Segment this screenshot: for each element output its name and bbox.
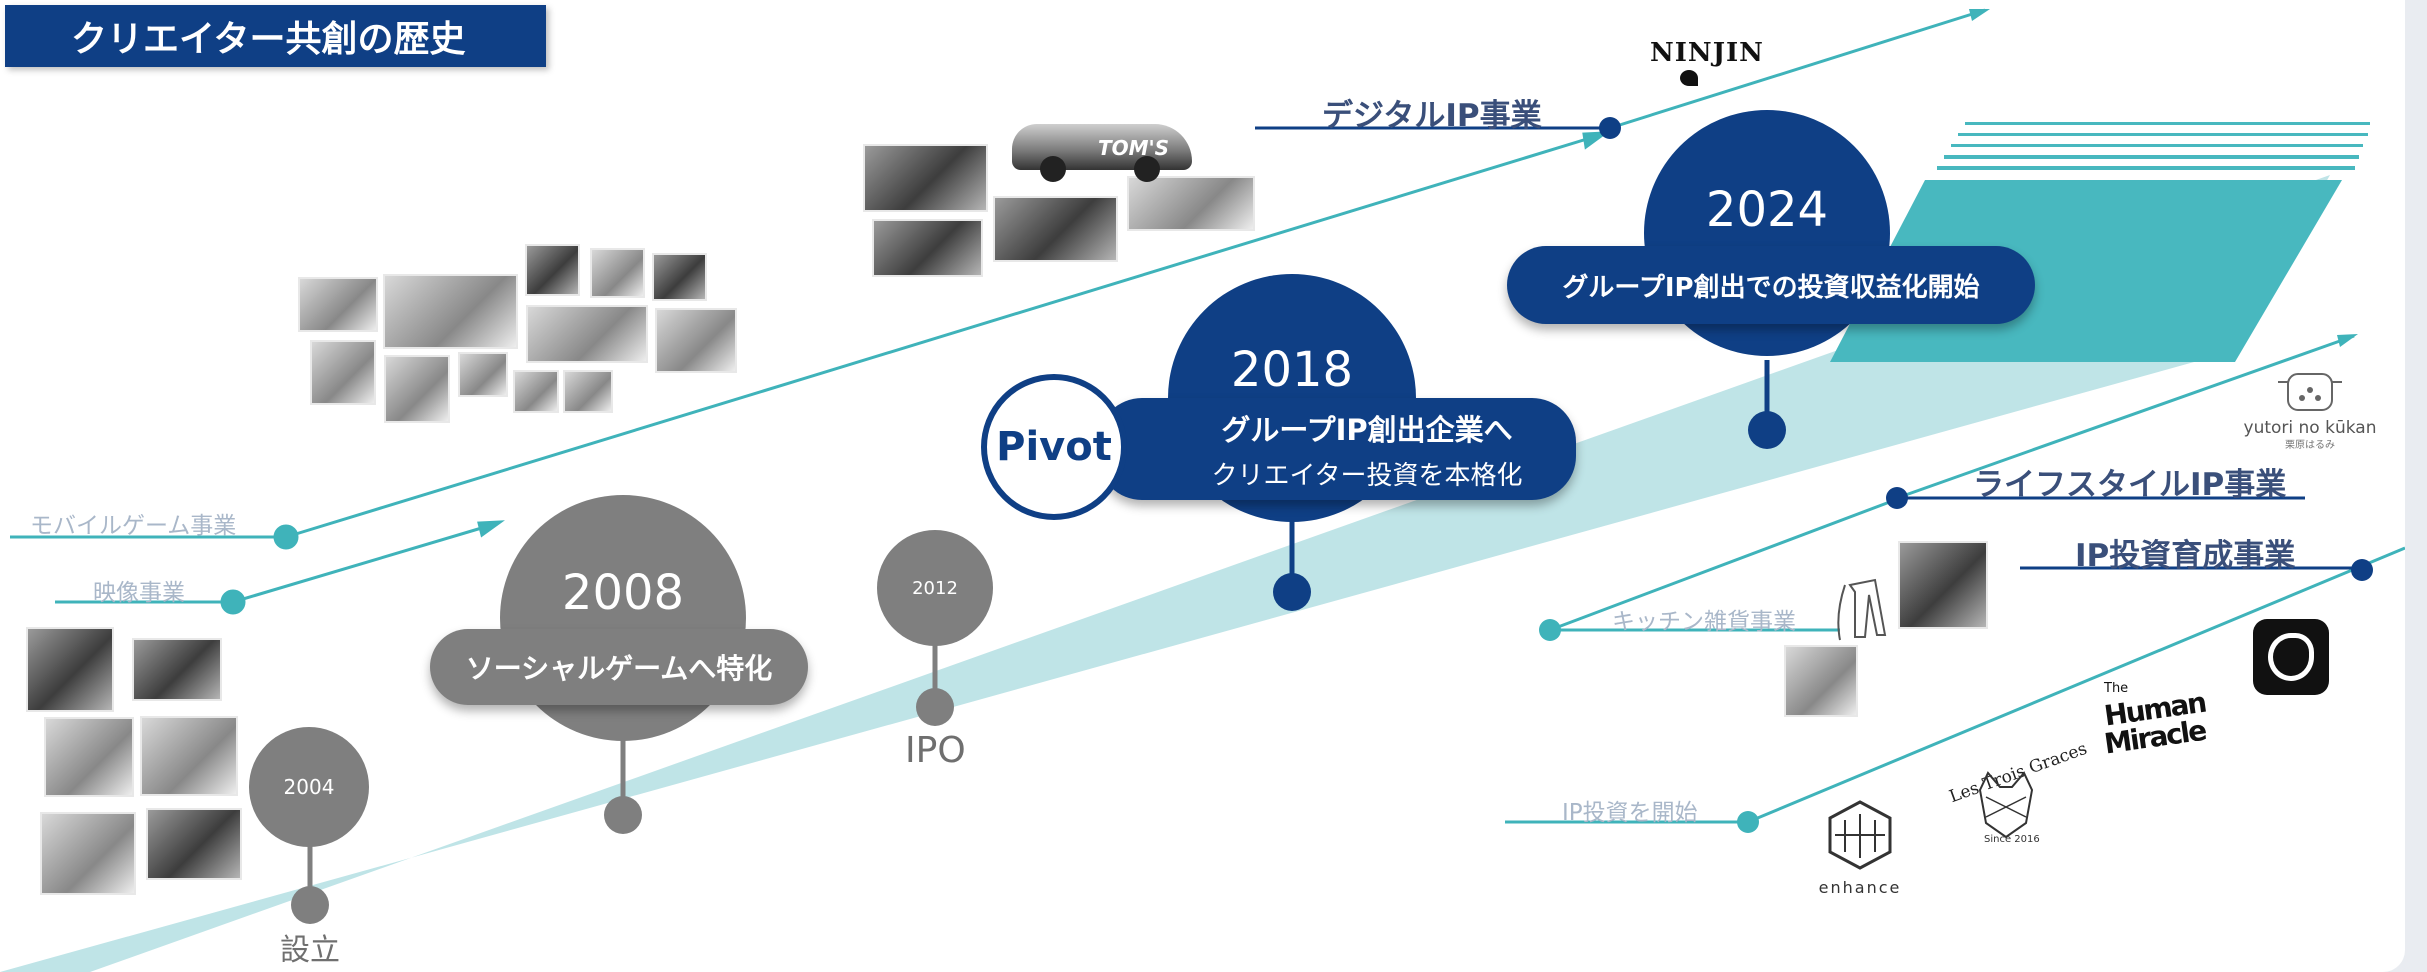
growth-arrowhead	[1830, 122, 2370, 362]
enhance-text: enhance	[1818, 878, 1902, 897]
ninjin-mark-icon	[1680, 70, 1698, 86]
photo	[383, 274, 518, 349]
les-trois-graces-logo: Les Trois Graces Since 2016	[1940, 735, 2090, 855]
milestone-2018-year: 2018	[1230, 342, 1354, 398]
photo	[310, 340, 376, 405]
human-miracle-logo: The Human Miracle	[2102, 681, 2214, 760]
enhance-logo: enhance	[1805, 800, 1915, 896]
photo	[384, 355, 450, 423]
kitchen-label: キッチン雑貨事業	[1612, 609, 1796, 635]
photo	[590, 248, 645, 298]
photo	[563, 370, 613, 413]
milestone-2018-label: グループIP創出企業へ クリエイター投資を本格化	[1098, 398, 1576, 500]
photo	[26, 627, 114, 712]
cat-icon	[1978, 771, 2034, 839]
ip-investment-label: IP投資育成事業	[2075, 538, 2296, 574]
milestone-stems	[291, 360, 1786, 924]
ninjin-logo: NINJIN	[1650, 38, 1764, 68]
video-line	[55, 520, 505, 615]
kitchen-photo	[1784, 645, 1858, 717]
photo	[146, 808, 242, 880]
photo	[652, 253, 707, 301]
toms-logo: TOM'S	[1098, 136, 1170, 160]
photo	[655, 308, 737, 373]
photo	[40, 812, 136, 895]
les-trois-graces-since: Since 2016	[1984, 834, 2040, 845]
race-car-image: TOM'S	[1012, 104, 1192, 182]
enhance-mark-icon	[1828, 800, 1892, 870]
pivot-badge: Pivot	[981, 374, 1127, 520]
milestone-2008-year: 2008	[561, 565, 685, 621]
page-title: クリエイター共創の歴史	[5, 5, 546, 67]
lifestyle-ip-label: ライフスタイルIP事業	[1973, 467, 2287, 503]
milestone-2008-label: ソーシャルゲームへ特化	[430, 629, 808, 705]
photo	[513, 370, 559, 413]
photo	[525, 244, 580, 296]
yutori-logo: yutori no kūkan 栗原はるみ	[2240, 366, 2380, 451]
milestone-2004-year: 2004	[283, 775, 335, 799]
photo	[458, 352, 508, 397]
milestone-2024-year: 2024	[1705, 182, 1829, 238]
ip-start-label: IP投資を開始	[1562, 800, 1698, 826]
milestone-2012-circle: 2012	[877, 530, 993, 646]
milestone-2024-label: グループIP創出での投資収益化開始	[1507, 246, 2035, 324]
pot-icon	[2278, 373, 2342, 411]
digital-ip-line	[1255, 8, 1990, 139]
pivot-text: Pivot	[996, 424, 1112, 470]
mobile-game-line	[10, 131, 1610, 550]
milestone-2004-label: 設立	[280, 933, 340, 968]
milestone-2018-text-2: クリエイター投資を本格化	[1211, 460, 1523, 491]
milestone-2012-year: 2012	[912, 577, 958, 599]
photo	[526, 305, 648, 363]
yutori-sub: 栗原はるみ	[2285, 440, 2335, 451]
milestone-2004-circle: 2004	[249, 727, 369, 847]
photo	[1127, 176, 1255, 231]
milestone-2024-text: グループIP創出での投資収益化開始	[1562, 272, 1980, 303]
lifestyle-line	[1539, 334, 2358, 641]
digital-ip-label: デジタルIP事業	[1322, 98, 1542, 134]
photo	[44, 717, 134, 797]
yutori-name: yutori no kūkan	[2243, 418, 2377, 438]
photo	[132, 638, 222, 701]
kitchen-products	[1837, 578, 1887, 641]
milestone-2012-label: IPO	[905, 730, 966, 771]
photo	[993, 196, 1118, 262]
milestone-2008-text: ソーシャルゲームへ特化	[465, 652, 773, 685]
photo	[863, 144, 988, 212]
photo	[140, 716, 238, 796]
video-label: 映像事業	[93, 580, 185, 606]
mobile-game-label: モバイルゲーム事業	[30, 513, 237, 539]
ip-investment-line	[1505, 546, 2405, 833]
photo	[872, 219, 983, 277]
human-miracle-the: The	[2104, 681, 2129, 696]
milestone-2018-text-1: グループIP創出企業へ	[1221, 412, 1513, 447]
photo	[298, 277, 378, 332]
horse-logo-icon	[2253, 619, 2329, 695]
kitchen-photo	[1898, 541, 1988, 629]
